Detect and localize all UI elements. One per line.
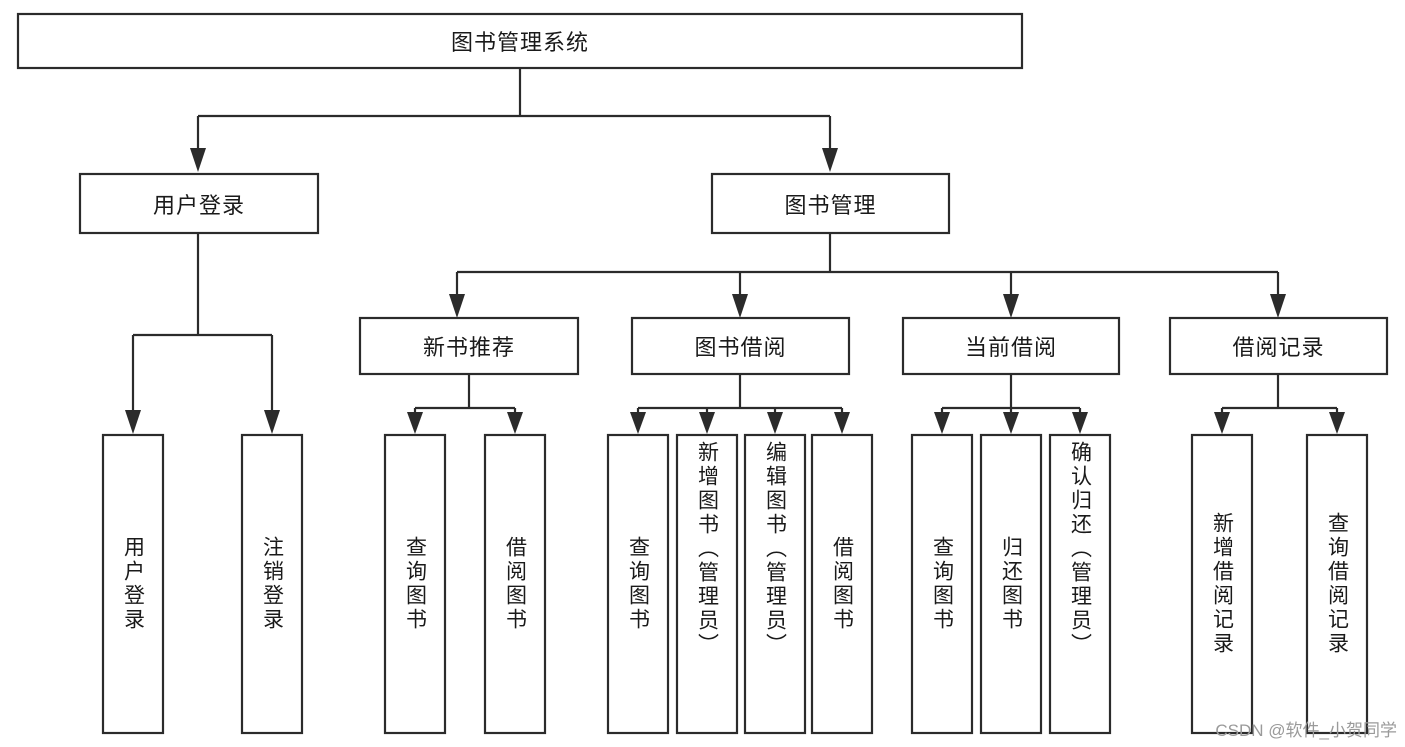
connector-group-root (190, 68, 838, 172)
node-book-management[interactable] (710, 172, 951, 235)
arrow-head-new-book-leaf-2 (507, 412, 523, 434)
connector-group-book-borrow (630, 374, 850, 434)
leaf-box-query-book-new[interactable] (383, 433, 447, 735)
leaf-box-user-login[interactable] (101, 433, 165, 735)
arrow-head-new-book-leaf-1 (407, 412, 423, 434)
arrow-head-book-borrow-leaf-3 (767, 412, 783, 434)
leaf-box-add-borrow-record[interactable] (1190, 433, 1254, 735)
arrow-head-leaf-user-login (125, 410, 141, 434)
node-new-book-recommend[interactable] (358, 316, 580, 376)
leaf-box-borrow-book-new[interactable] (483, 433, 547, 735)
node-current-borrow[interactable] (901, 316, 1121, 376)
connector-group-borrow-record (1214, 374, 1345, 434)
arrow-head-user-login (190, 148, 206, 172)
arrow-head-book-borrow-leaf-4 (834, 412, 850, 434)
leaf-box-add-book-admin[interactable] (675, 433, 739, 735)
node-book-borrow[interactable] (630, 316, 851, 376)
node-borrow-record[interactable] (1168, 316, 1389, 376)
arrow-head-current-borrow-leaf-2 (1003, 412, 1019, 434)
arrow-head-book-borrow-leaf-2 (699, 412, 715, 434)
arrow-head-leaf-logout (264, 410, 280, 434)
leaf-box-query-book-current[interactable] (910, 433, 974, 735)
leaf-box-borrow-book[interactable] (810, 433, 874, 735)
arrow-head-borrow-record-leaf-2 (1329, 412, 1345, 434)
arrow-head-current-borrow-leaf-3 (1072, 412, 1088, 434)
arrow-head-book-borrow-leaf-1 (630, 412, 646, 434)
node-user-login[interactable] (78, 172, 320, 235)
arrow-head-borrow-record-leaf-1 (1214, 412, 1230, 434)
arrow-head-current-borrow-leaf-1 (934, 412, 950, 434)
connector-group-book-mgmt (449, 233, 1286, 318)
connector-group-current-borrow (934, 374, 1088, 434)
leaf-box-edit-book-admin[interactable] (743, 433, 807, 735)
connector-group-new-book (407, 374, 523, 434)
leaf-box-query-book-borrow[interactable] (606, 433, 670, 735)
arrow-head-book-borrow (732, 294, 748, 318)
leaf-box-query-borrow-record[interactable] (1305, 433, 1369, 735)
arrow-head-borrow-record (1270, 294, 1286, 318)
arrow-head-new-book (449, 294, 465, 318)
watermark-text: CSDN @软件_小贺同学 (1215, 721, 1397, 740)
arrow-head-book-mgmt (822, 148, 838, 172)
leaf-box-logout[interactable] (240, 433, 304, 735)
leaf-box-confirm-return-admin[interactable] (1048, 433, 1112, 735)
arrow-head-current-borrow (1003, 294, 1019, 318)
leaf-box-return-book[interactable] (979, 433, 1043, 735)
node-root-book-management-system[interactable] (16, 12, 1024, 70)
connector-group-user-login (125, 233, 280, 434)
